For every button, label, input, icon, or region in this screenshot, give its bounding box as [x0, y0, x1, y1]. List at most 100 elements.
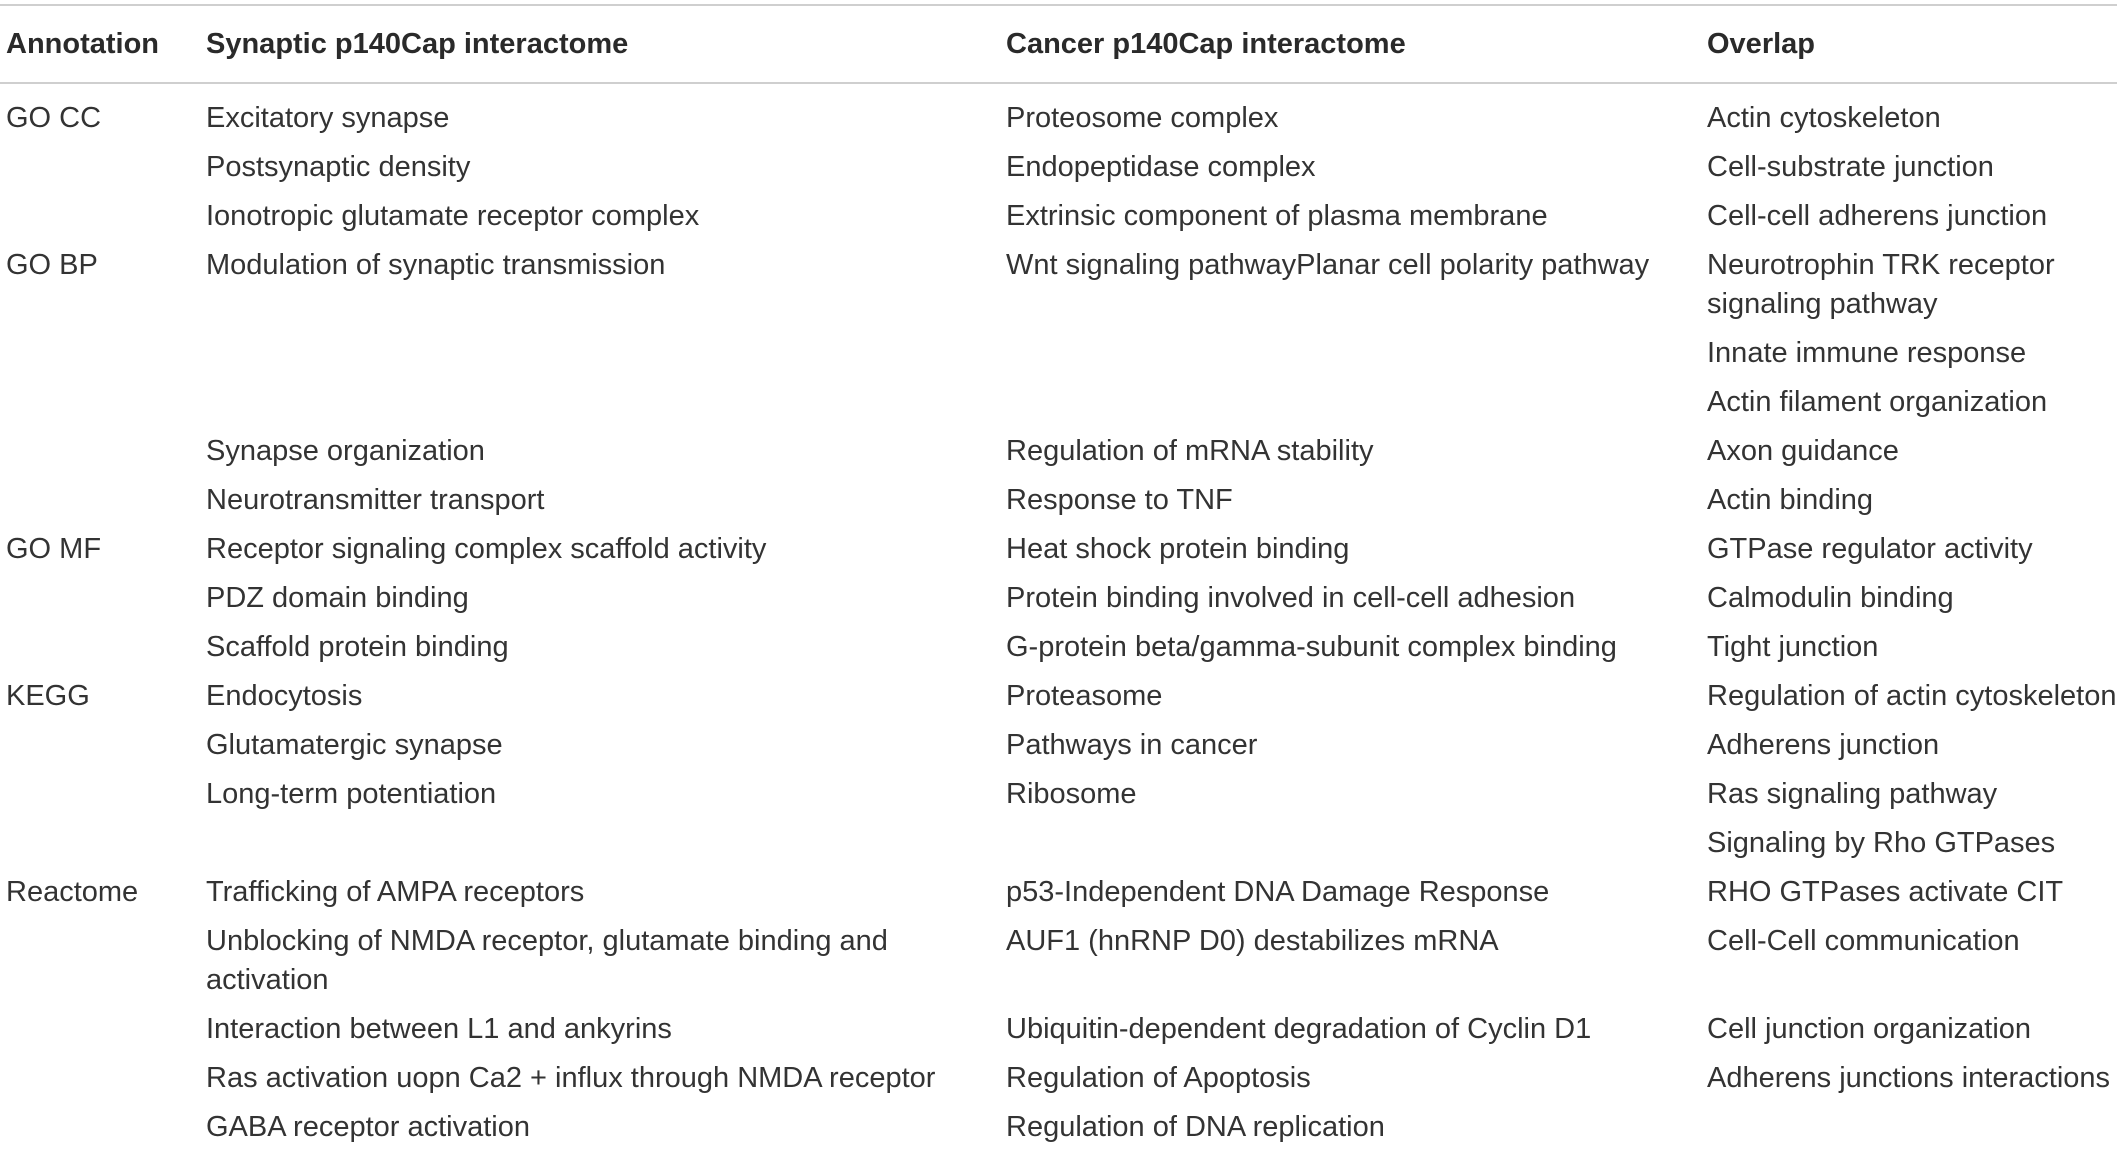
- overlap-cell-text: Cell-Cell communication: [1707, 925, 2020, 957]
- synaptic-cell: Excitatory synapse: [206, 83, 1006, 148]
- overlap-cell-text: Calmodulin binding: [1707, 582, 1954, 614]
- table-row: Innate immune response: [0, 334, 2117, 383]
- overlap-cell-text: Neurotrophin TRK receptor signaling path…: [1707, 249, 2055, 320]
- cancer-cell: Proteasome: [1006, 677, 1707, 726]
- cancer-cell: Ubiquitin-dependent degradation of Cycli…: [1006, 1010, 1707, 1059]
- cancer-cell: Regulation of mRNA stability: [1006, 432, 1707, 481]
- synaptic-cell-text: Unblocking of NMDA receptor, glutamate b…: [206, 925, 888, 996]
- synaptic-cell-text: [206, 334, 1006, 373]
- annotation-cell-text: [6, 432, 206, 471]
- cancer-cell-text: Extrinsic component of plasma membrane: [1006, 200, 1548, 232]
- header-cancer: Cancer p140Cap interactome: [1006, 27, 1406, 60]
- synaptic-cell: Trafficking of AMPA receptors: [206, 873, 1006, 922]
- synaptic-cell-text: [206, 383, 1006, 422]
- cancer-cell: [1006, 334, 1707, 383]
- cancer-cell: Response to TNF: [1006, 481, 1707, 530]
- cancer-cell: Protein binding involved in cell-cell ad…: [1006, 579, 1707, 628]
- cancer-cell-text: Protein binding involved in cell-cell ad…: [1006, 582, 1576, 614]
- annotation-cell: GO CC: [0, 83, 206, 148]
- synaptic-cell: Interaction between L1 and ankyrins: [206, 1010, 1006, 1059]
- overlap-cell-text: Cell-cell adherens junction: [1707, 200, 2048, 232]
- cancer-cell-text: Pathways in cancer: [1006, 729, 1258, 761]
- cancer-cell: [1006, 824, 1707, 873]
- annotation-cell-text: [6, 334, 206, 373]
- annotation-cell-text: GO BP: [6, 249, 98, 281]
- header-overlap: Overlap: [1707, 27, 1815, 60]
- table-row: PDZ domain binding Protein binding involv…: [0, 579, 2117, 628]
- overlap-cell: Signaling by Rho GTPases: [1707, 824, 2117, 873]
- table-row: Interaction between L1 and ankyrins Ubiqu…: [0, 1010, 2117, 1059]
- annotation-cell-text: [6, 824, 206, 863]
- overlap-cell: Actin binding: [1707, 481, 2117, 530]
- table-row: Ras activation uopn Ca2 + influx through…: [0, 1059, 2117, 1108]
- overlap-cell: Regulation of actin cytoskeleton: [1707, 677, 2117, 726]
- header-row: Annotation Synaptic p140Cap interactome …: [0, 5, 2117, 83]
- annotation-cell-text: [6, 579, 206, 618]
- synaptic-cell: Modulation of synaptic transmission: [206, 246, 1006, 334]
- annotation-cell-text: [6, 775, 206, 814]
- cancer-cell-text: Ribosome: [1006, 778, 1137, 810]
- overlap-cell: Actin filament organization: [1707, 383, 2117, 432]
- annotation-cell: [0, 197, 206, 246]
- cancer-cell: Extrinsic component of plasma membrane: [1006, 197, 1707, 246]
- synaptic-cell: GABA receptor activation: [206, 1108, 1006, 1157]
- overlap-cell: Neurotrophin TRK receptor signaling path…: [1707, 246, 2117, 334]
- cancer-cell-text: Ubiquitin-dependent degradation of Cycli…: [1006, 1013, 1592, 1045]
- overlap-cell-text: Actin cytoskeleton: [1707, 102, 1941, 134]
- cancer-cell: Ribosome: [1006, 775, 1707, 824]
- table-row: GO CC Excitatory synapse Proteosome comple…: [0, 83, 2117, 148]
- annotation-cell-text: [6, 383, 206, 422]
- overlap-cell-text: Axon guidance: [1707, 435, 1899, 467]
- cancer-cell: Proteosome complex: [1006, 83, 1707, 148]
- cancer-cell-text: Regulation of DNA replication: [1006, 1111, 1385, 1143]
- cancer-cell-text: Regulation of Apoptosis: [1006, 1062, 1311, 1094]
- cancer-cell-text: Response to TNF: [1006, 484, 1233, 516]
- synaptic-cell-text: Excitatory synapse: [206, 102, 450, 134]
- annotation-cell: [0, 1059, 206, 1108]
- annotation-cell: Reactome: [0, 873, 206, 922]
- annotation-table-container: Annotation Synaptic p140Cap interactome …: [0, 4, 2117, 1157]
- synaptic-cell-text: Endocytosis: [206, 680, 363, 712]
- synaptic-cell: Neurotransmitter transport: [206, 481, 1006, 530]
- annotation-cell-text: [6, 1010, 206, 1049]
- synaptic-cell-text: Interaction between L1 and ankyrins: [206, 1013, 672, 1045]
- overlap-cell: Cell junction organization: [1707, 1010, 2117, 1059]
- synaptic-cell-text: PDZ domain binding: [206, 582, 469, 614]
- cancer-cell-text: [1006, 824, 1707, 863]
- overlap-cell-text: Actin binding: [1707, 484, 1874, 516]
- synaptic-cell: Receptor signaling complex scaffold acti…: [206, 530, 1006, 579]
- overlap-cell-text: Adherens junctions interactions: [1707, 1062, 2111, 1094]
- overlap-cell: Calmodulin binding: [1707, 579, 2117, 628]
- cancer-cell: Pathways in cancer: [1006, 726, 1707, 775]
- annotation-cell: GO BP: [0, 246, 206, 334]
- overlap-cell: Ras signaling pathway: [1707, 775, 2117, 824]
- synaptic-cell-text: Scaffold protein binding: [206, 631, 509, 663]
- annotation-cell: KEGG: [0, 677, 206, 726]
- annotation-cell: [0, 775, 206, 824]
- synaptic-cell: Synapse organization: [206, 432, 1006, 481]
- annotation-cell: [0, 1108, 206, 1157]
- synaptic-cell-text: Postsynaptic density: [206, 151, 471, 183]
- annotation-cell-text: GO CC: [6, 102, 102, 134]
- overlap-cell: Cell-substrate junction: [1707, 148, 2117, 197]
- synaptic-cell: [206, 824, 1006, 873]
- overlap-cell: Adherens junction: [1707, 726, 2117, 775]
- annotation-cell: [0, 579, 206, 628]
- overlap-cell-text: Adherens junction: [1707, 729, 1940, 761]
- overlap-cell: RHO GTPases activate CIT: [1707, 873, 2117, 922]
- cancer-cell: Wnt signaling pathwayPlanar cell polarit…: [1006, 246, 1707, 334]
- annotation-cell-text: Reactome: [6, 876, 139, 908]
- synaptic-cell: Ionotropic glutamate receptor complex: [206, 197, 1006, 246]
- synaptic-cell: Ras activation uopn Ca2 + influx through…: [206, 1059, 1006, 1108]
- overlap-cell: Actin cytoskeleton: [1707, 83, 2117, 148]
- synaptic-cell-text: Modulation of synaptic transmission: [206, 249, 666, 281]
- cancer-cell-text: p53-Independent DNA Damage Response: [1006, 876, 1550, 908]
- synaptic-cell-text: [206, 824, 1006, 863]
- cancer-cell-text: Proteasome: [1006, 680, 1163, 712]
- synaptic-cell-text: Neurotransmitter transport: [206, 484, 545, 516]
- annotation-cell-text: [6, 197, 206, 236]
